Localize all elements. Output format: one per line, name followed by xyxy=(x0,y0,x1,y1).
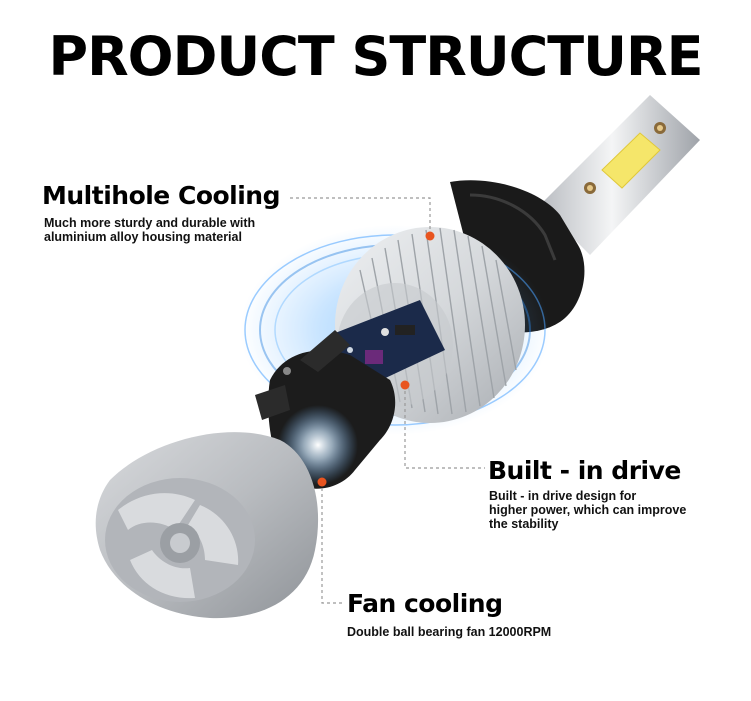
page-title: PRODUCT STRUCTURE xyxy=(48,25,704,88)
built-in-drive-title: Built - in drive xyxy=(488,456,681,485)
multihole-desc-line: aluminium alloy housing material xyxy=(44,230,242,244)
leader-line-fan xyxy=(321,482,345,604)
leader-line-multihole xyxy=(290,197,431,236)
mounting-base xyxy=(450,180,585,333)
marker-fan xyxy=(317,477,327,487)
multihole-cooling-title: Multihole Cooling xyxy=(42,181,281,210)
fan-cap xyxy=(95,432,319,619)
led-tube xyxy=(540,95,700,255)
marker-multihole xyxy=(425,231,435,241)
fan-cooling-description: Double ball bearing fan 12000RPM xyxy=(347,625,551,639)
built-in-drive-description: Built - in drive design for higher power… xyxy=(489,489,686,531)
marker-builtin xyxy=(400,380,410,390)
multihole-desc-line: Much more sturdy and durable with xyxy=(44,216,256,230)
fan-desc-line: Double ball bearing fan 12000RPM xyxy=(347,625,552,639)
builtin-desc-line: Built - in drive design for xyxy=(489,489,637,503)
multihole-cooling-description: Much more sturdy and durable with alumin… xyxy=(44,216,255,244)
fan-cooling-title: Fan cooling xyxy=(347,589,503,618)
builtin-desc-line: the stability xyxy=(489,517,559,531)
builtin-desc-line: higher power, which can improve xyxy=(489,503,687,517)
